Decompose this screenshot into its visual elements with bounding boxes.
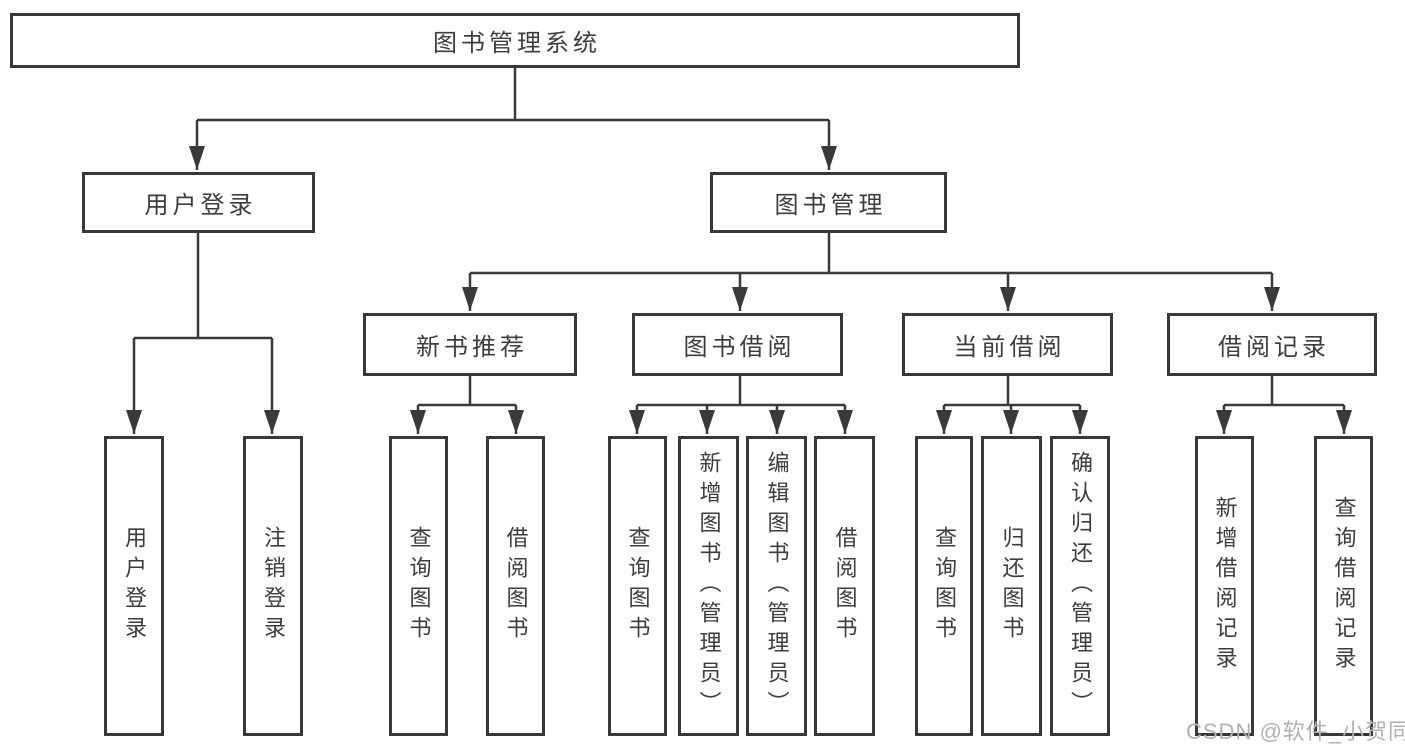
node-new-book-recommend: 新书推荐 bbox=[363, 313, 577, 376]
node-current-borrow-label: 当前借阅 bbox=[953, 334, 1066, 361]
leaf-add-borrow-record: 新增借阅记录 bbox=[1195, 436, 1254, 736]
node-book-management-label: 图书管理 bbox=[774, 192, 887, 219]
node-book-management: 图书管理 bbox=[710, 172, 947, 233]
node-current-borrow: 当前借阅 bbox=[902, 313, 1113, 376]
leaf-query-book-borrow: 查询图书 bbox=[608, 436, 667, 736]
node-borrow-record: 借阅记录 bbox=[1167, 313, 1377, 376]
leaf-user-login: 用户登录 bbox=[104, 436, 164, 736]
leaf-logout: 注销登录 bbox=[243, 436, 303, 736]
leaf-confirm-return-admin: 确认归还（管理员） bbox=[1050, 436, 1110, 736]
node-book-borrow: 图书借阅 bbox=[632, 313, 843, 376]
leaf-borrow-book: 借阅图书 bbox=[814, 436, 875, 736]
node-root-label: 图书管理系统 bbox=[433, 30, 601, 57]
leaf-borrow-book-recommend: 借阅图书 bbox=[486, 436, 545, 736]
leaf-return-book: 归还图书 bbox=[981, 436, 1042, 736]
leaf-edit-book-admin: 编辑图书（管理员） bbox=[746, 436, 807, 736]
node-borrow-record-label: 借阅记录 bbox=[1218, 334, 1330, 361]
leaf-query-book-recommend: 查询图书 bbox=[389, 436, 448, 736]
node-book-borrow-label: 图书借阅 bbox=[683, 334, 796, 361]
csdn-watermark: CSDN @软件_小贺同学 bbox=[1186, 719, 1405, 744]
node-new-book-recommend-label: 新书推荐 bbox=[416, 334, 528, 361]
node-user-login: 用户登录 bbox=[82, 172, 315, 233]
node-root-system: 图书管理系统 bbox=[10, 13, 1020, 68]
leaf-query-book-current: 查询图书 bbox=[915, 436, 973, 736]
leaf-query-borrow-record: 查询借阅记录 bbox=[1314, 436, 1373, 736]
node-user-login-label: 用户登录 bbox=[144, 192, 257, 219]
leaf-add-book-admin: 新增图书（管理员） bbox=[678, 436, 739, 736]
